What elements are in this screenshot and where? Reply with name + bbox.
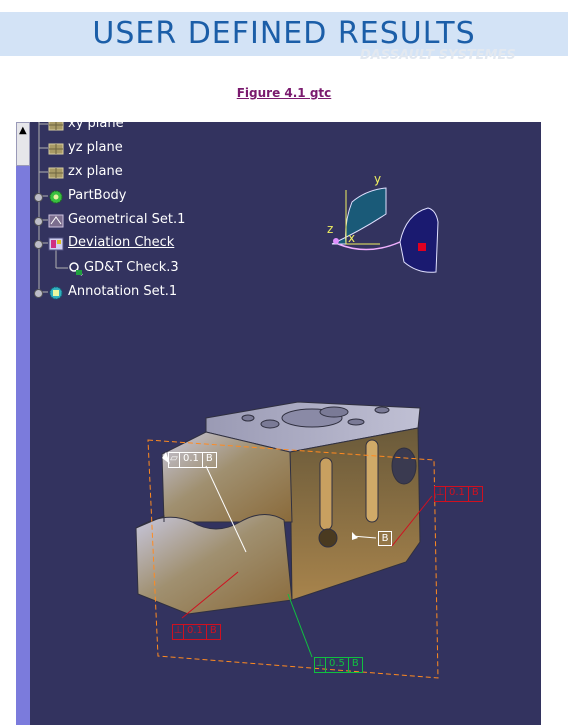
tree-item-annotation-set[interactable]: Annotation Set.1 [34, 284, 204, 302]
tolerance-value: 0.1 [184, 625, 207, 639]
tree-item-label: Annotation Set.1 [68, 284, 178, 299]
tree-item-label: zx plane [68, 164, 123, 179]
datum-reference: B [205, 453, 213, 464]
tree-item-xy-plane[interactable]: xy plane [46, 122, 166, 134]
tolerance-value: 0.1 [180, 453, 203, 467]
tree-item-label: Geometrical Set.1 [68, 212, 186, 227]
catia-3d-viewport[interactable]: ▲ xy plane yz plane zx plane [16, 122, 541, 725]
tolerance-frame-top-left[interactable]: ▱ 0.1 B [168, 452, 217, 468]
tree-item-label: xy plane [68, 122, 124, 131]
dassault-watermark-logo: DASSAULT SYSTEMES [360, 48, 516, 63]
compass-x-label: x [348, 231, 356, 245]
perpendicularity-symbol-icon: ⊥ [435, 487, 446, 501]
tree-item-geometrical-set[interactable]: Geometrical Set.1 [34, 212, 204, 230]
tree-connectors [38, 122, 68, 293]
tolerance-frame-right[interactable]: ⊥ 0.1 B [434, 486, 483, 502]
perpendicularity-symbol-icon: ⊥ [173, 625, 184, 639]
expand-toggle[interactable] [34, 217, 43, 226]
tolerance-value: 0.5 [326, 658, 349, 672]
gear-icon [48, 189, 64, 204]
collapse-toggle[interactable] [34, 240, 43, 249]
datum-reference: B [351, 658, 359, 669]
tree-item-label: Deviation Check [68, 235, 175, 250]
tolerance-value: 0.1 [446, 487, 469, 501]
tree-item-zx-plane[interactable]: zx plane [46, 164, 166, 182]
figure-link[interactable]: Figure 4.1 gtc [236, 86, 332, 100]
plane-icon [48, 141, 64, 156]
expand-toggle[interactable] [34, 193, 43, 202]
page-title: USER DEFINED RESULTS [92, 16, 476, 51]
header-band [0, 12, 568, 56]
datum-reference: B [471, 487, 479, 498]
tree-item-yz-plane[interactable]: yz plane [46, 140, 166, 158]
datum-reference: B [209, 625, 217, 636]
gdt-check-icon [68, 261, 84, 276]
watermark-text: DASSAULT SYSTEMES [360, 48, 516, 63]
tree-item-label: PartBody [68, 188, 127, 203]
expand-toggle[interactable] [34, 289, 43, 298]
deviation-check-icon [48, 236, 64, 251]
flatness-symbol-icon: ▱ [169, 453, 180, 467]
arrow-up-icon: ▲ [19, 125, 27, 136]
annotation-set-icon [48, 285, 64, 300]
plane-icon [48, 165, 64, 180]
tree-item-deviation-check[interactable]: Deviation Check [34, 235, 204, 253]
tolerance-frame-bottom-left[interactable]: ⊥ 0.1 B [172, 624, 221, 640]
compass-z-label: z [327, 222, 334, 236]
perpendicularity-symbol-icon: ⊥ [315, 658, 326, 672]
figure-caption: Figure 4.1 gtc [0, 82, 568, 101]
vertical-scrollbar[interactable]: ▲ [16, 122, 30, 725]
compass-y-label: y [374, 172, 382, 186]
tree-item-partbody[interactable]: PartBody [34, 188, 174, 206]
geometrical-set-icon [48, 213, 64, 228]
tree-item-label: yz plane [68, 140, 123, 155]
scroll-up-button[interactable]: ▲ [16, 122, 30, 166]
datum-feature-b[interactable]: B [378, 531, 392, 546]
plane-icon [48, 122, 64, 132]
tree-item-gdt-check[interactable]: GD&T Check.3 [66, 260, 216, 278]
tolerance-frame-bottom-green[interactable]: ⊥ 0.5 B [314, 657, 363, 673]
tree-item-label: GD&T Check.3 [84, 260, 179, 275]
